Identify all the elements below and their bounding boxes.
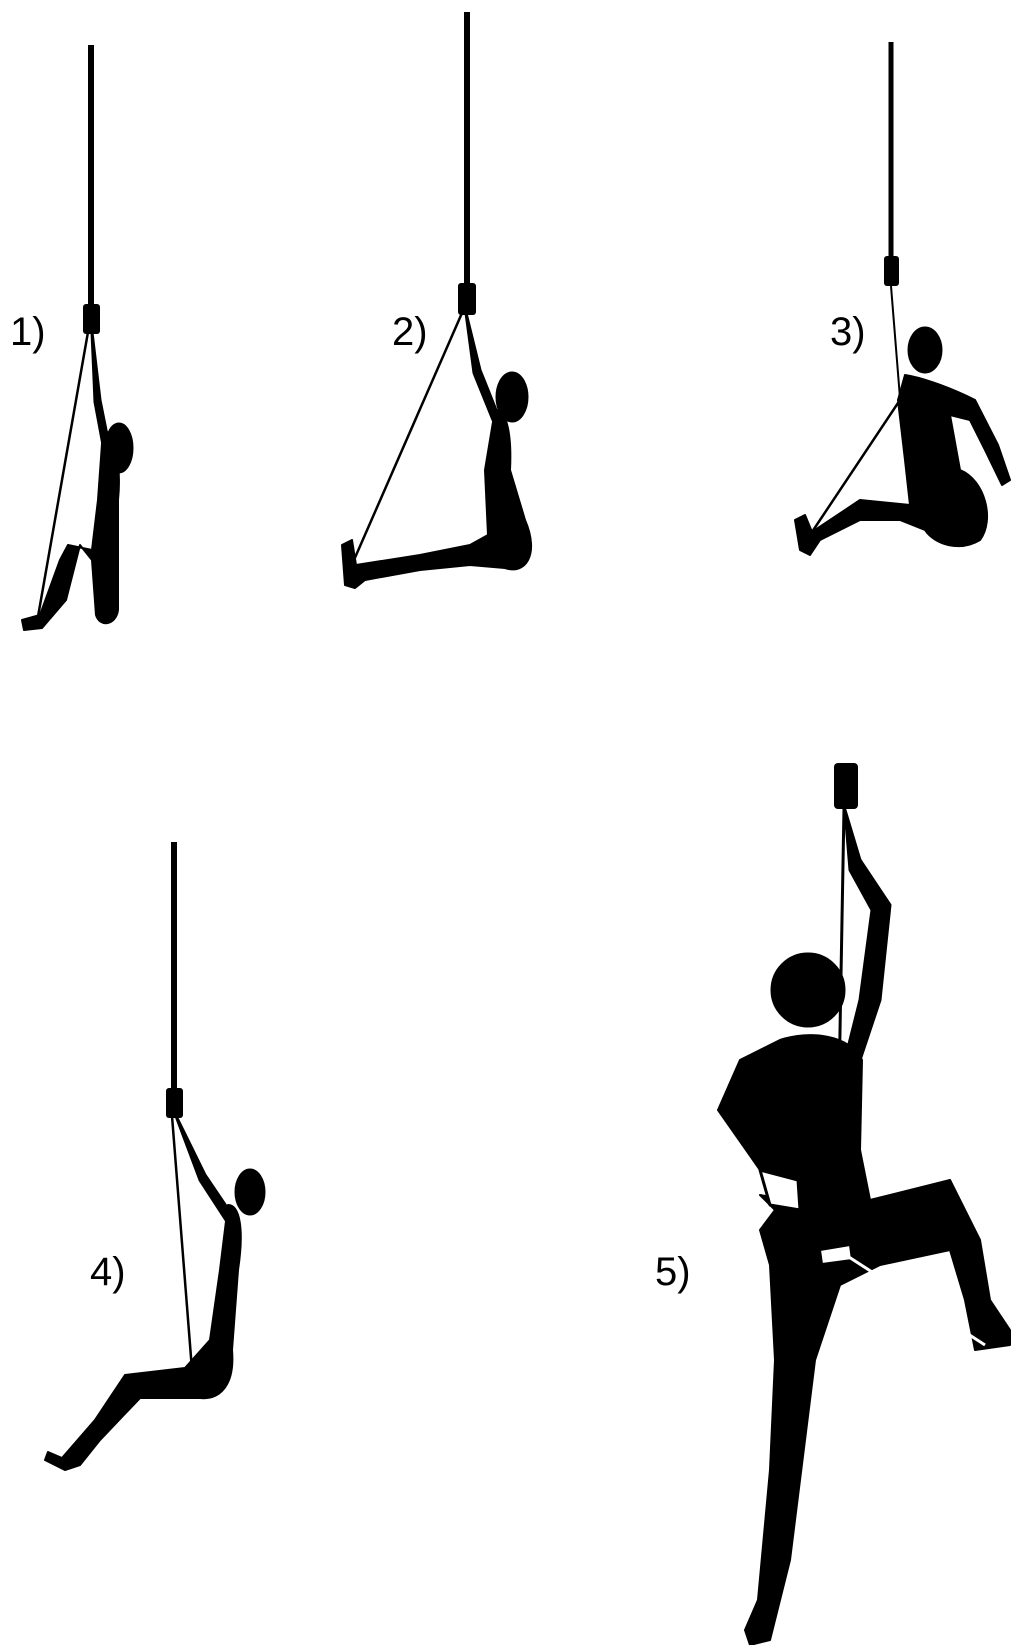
step-1-climber-silhouette xyxy=(22,332,133,630)
step-4-label: 4) xyxy=(90,1250,126,1294)
step-3-label: 3) xyxy=(830,310,866,354)
step-1-figure: 1) xyxy=(10,45,133,630)
step-4-figure: 4) xyxy=(45,842,265,1470)
step-3-climber-silhouette xyxy=(795,327,1010,555)
step-5-label: 5) xyxy=(655,1250,691,1294)
step-2-figure: 2) xyxy=(342,12,531,588)
step-5-climber-silhouette xyxy=(718,810,1010,1645)
step-4-climber-silhouette xyxy=(45,1116,265,1470)
step-2-ascender xyxy=(458,283,476,315)
step-2-label: 2) xyxy=(392,310,428,354)
step-4-ascender xyxy=(166,1088,183,1118)
step-3-rope-lower xyxy=(891,286,900,398)
step-1-ascender xyxy=(83,304,100,334)
step-1-label: 1) xyxy=(10,310,46,354)
step-5-ascender xyxy=(834,763,858,809)
step-3-figure: 3) xyxy=(795,42,1010,555)
step-2-climber-silhouette xyxy=(342,313,531,588)
step-3-ascender xyxy=(884,256,899,286)
step-5-figure: 5) xyxy=(655,763,1010,1645)
